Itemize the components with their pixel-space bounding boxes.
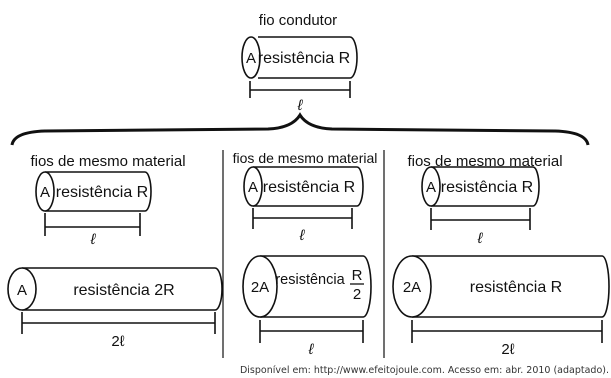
- column3-wire1-resistance: resistência R: [441, 179, 533, 196]
- column1-header: fios de mesmo material: [30, 153, 185, 170]
- top-cross-section: A: [246, 50, 256, 67]
- column1-wire2-length-bracket: [21, 312, 216, 334]
- column3-wire2: [392, 255, 610, 318]
- column1-wire2-length: 2ℓ: [111, 333, 124, 350]
- column1-wire2-resistance: resistência 2R: [73, 282, 174, 299]
- column2-wire1-resistance: resistência R: [263, 179, 355, 196]
- column1-wire2-cross-section: A: [17, 282, 27, 299]
- column1-wire1-length: ℓ: [90, 231, 97, 248]
- column3-wire1-cross-section: A: [426, 179, 436, 196]
- curly-brace: [10, 112, 590, 146]
- top-resistance: resistência R: [258, 50, 350, 67]
- column2-wire1-length: ℓ: [299, 227, 306, 244]
- column2-wire2-resistance: resistência: [275, 272, 345, 288]
- column3-wire1: [421, 166, 540, 207]
- column1-wire2: [7, 267, 223, 311]
- column2-wire2-length: ℓ: [308, 341, 315, 358]
- column2-wire2: [242, 255, 372, 318]
- column2-wire2-fraction-numerator: R: [352, 267, 363, 284]
- column2-wire2-length-bracket: [259, 320, 364, 343]
- column3-wire1-length: ℓ: [477, 230, 484, 247]
- column2-wire1-length-bracket: [252, 208, 353, 229]
- column1-wire1-length-bracket: [44, 213, 141, 236]
- top-title: fio condutor: [259, 12, 337, 29]
- column2-wire1-cross-section: A: [248, 179, 258, 196]
- column3-wire2-resistance: resistência R: [470, 279, 562, 296]
- column3-wire2-length-bracket: [411, 320, 603, 343]
- column3-wire2-cross-section: 2A: [403, 279, 421, 296]
- column2-header: fios de mesmo material: [233, 150, 378, 166]
- column1-wire1-resistance: resistência R: [56, 184, 148, 201]
- top-length-bracket: [249, 81, 351, 98]
- column2-wire2-fraction-denominator: 2: [353, 286, 361, 303]
- top-length: ℓ: [297, 97, 304, 114]
- source-caption: Disponível em: http://www.efeitojoule.co…: [240, 365, 609, 376]
- column3-header: fios de mesmo material: [407, 153, 562, 170]
- column2-wire1: [243, 166, 364, 207]
- top-wire: [241, 36, 358, 79]
- column2-wire2-cross-section: 2A: [251, 279, 269, 296]
- column3-wire1-length-bracket: [430, 208, 531, 230]
- column1-wire1: [35, 171, 152, 212]
- column1-wire1-cross-section: A: [40, 184, 50, 201]
- column3-wire2-length: 2ℓ: [501, 341, 514, 358]
